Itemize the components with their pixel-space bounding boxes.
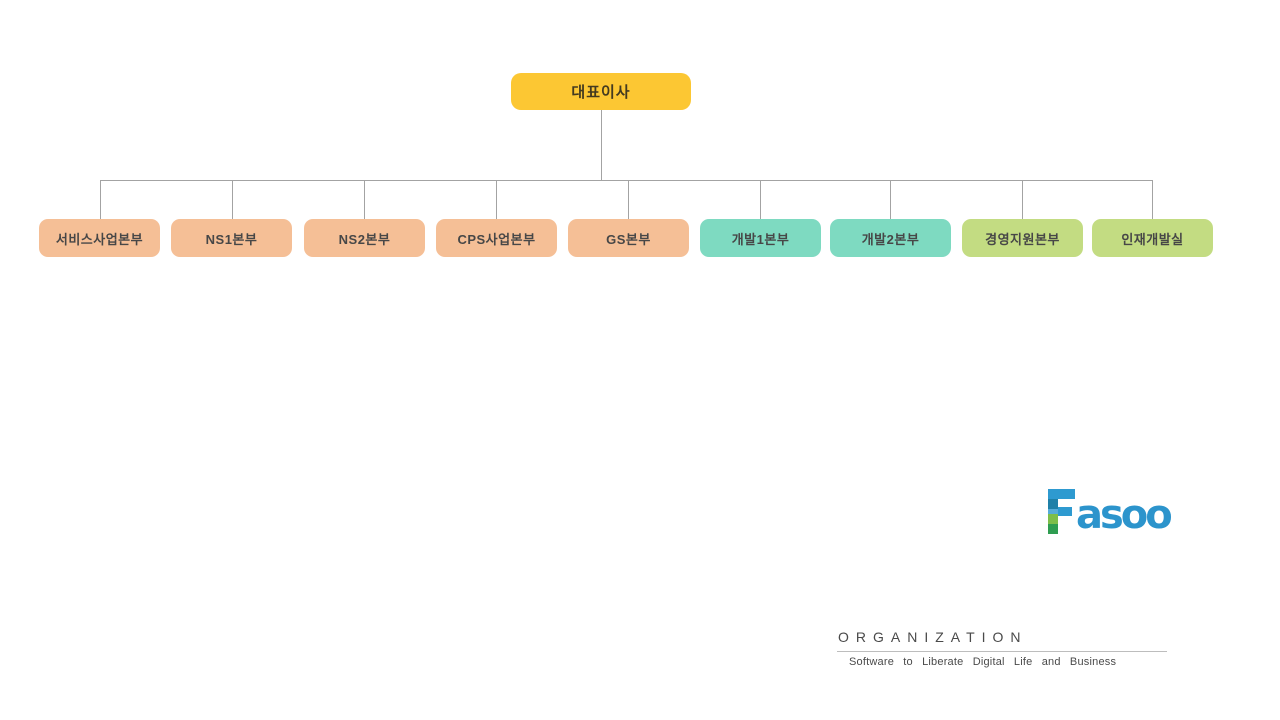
org-node-dept: 개발1본부: [700, 219, 821, 257]
org-node-dept: 개발2본부: [830, 219, 951, 257]
org-node-dept: CPS사업본부: [436, 219, 557, 257]
org-node-dept: 인재개발실: [1092, 219, 1213, 257]
org-node-dept: 서비스사업본부: [39, 219, 160, 257]
org-node-label: NS2본부: [338, 231, 391, 247]
org-node-ceo-label: 대표이사: [571, 84, 631, 101]
connector-line: [232, 180, 233, 219]
org-node-label: NS1본부: [205, 231, 258, 247]
org-node-dept: NS2본부: [304, 219, 425, 257]
footer-tagline: Software to Liberate Digital Life and Bu…: [849, 656, 1117, 668]
logo-block: [1048, 489, 1075, 499]
connector-line: [890, 180, 891, 219]
org-node-dept: NS1본부: [171, 219, 292, 257]
logo-block: [1048, 499, 1058, 509]
fasoo-logo: asoo: [1048, 489, 1178, 538]
org-node-dept: GS본부: [568, 219, 689, 257]
org-node-label: 서비스사업본부: [55, 231, 144, 247]
logo-block: [1048, 524, 1058, 534]
connector-line: [1152, 180, 1153, 219]
org-node-label: CPS사업본부: [457, 231, 536, 247]
logo-block: [1058, 507, 1072, 516]
org-node-ceo: 대표이사: [511, 73, 691, 110]
connector-line: [1022, 180, 1023, 219]
org-node-label: 개발2본부: [861, 231, 920, 247]
org-node-label: GS본부: [606, 231, 651, 247]
connector-line: [601, 110, 602, 180]
connector-line: [496, 180, 497, 219]
fasoo-f-icon: [1048, 489, 1075, 534]
connector-line: [628, 180, 629, 219]
footer-divider: [837, 651, 1167, 652]
org-node-label: 경영지원본부: [985, 231, 1060, 247]
logo-block: [1048, 514, 1058, 524]
org-node-label: 개발1본부: [731, 231, 790, 247]
logo-block: [1048, 509, 1058, 514]
connector-line: [100, 180, 1153, 181]
connector-line: [760, 180, 761, 219]
connector-line: [364, 180, 365, 219]
org-node-label: 인재개발실: [1121, 231, 1184, 247]
connector-line: [100, 180, 101, 219]
fasoo-logo-text: asoo: [1076, 492, 1173, 538]
org-node-dept: 경영지원본부: [962, 219, 1083, 257]
footer-title: ORGANIZATION: [838, 629, 1028, 645]
